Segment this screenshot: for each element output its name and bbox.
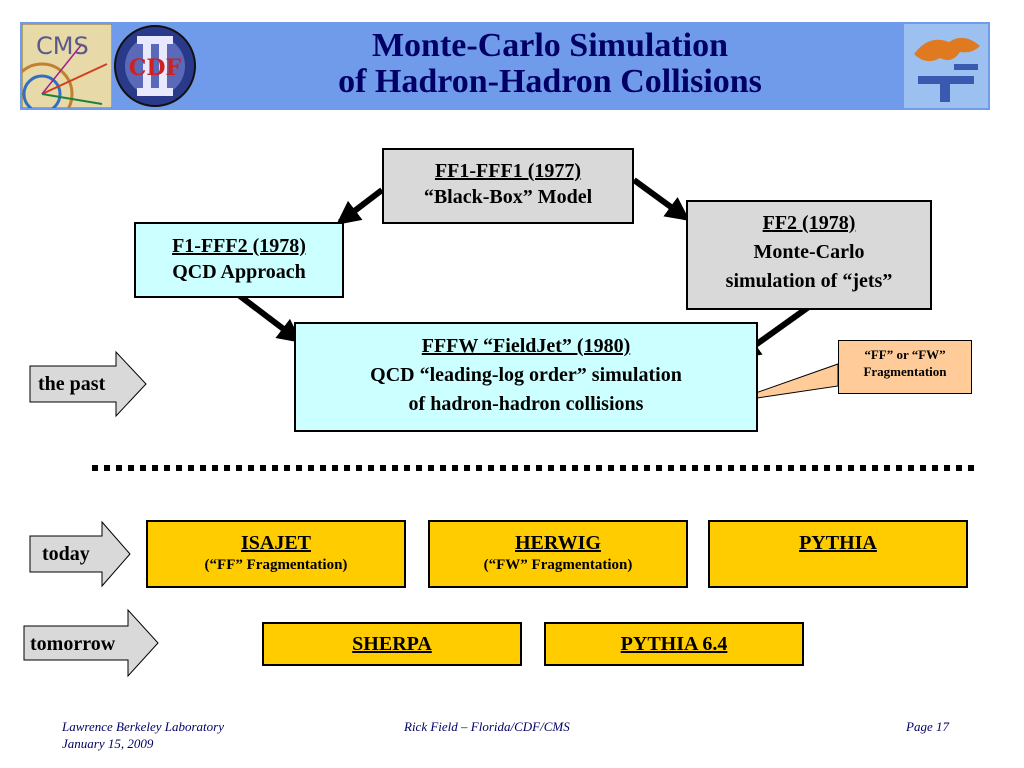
the-past-arrow-shape <box>29 350 147 418</box>
arrow-ff1-to-f1 <box>336 187 384 225</box>
ff2-box: FF2 (1978) Monte-Carlo simulation of “je… <box>686 200 932 310</box>
pythia-name: PYTHIA <box>799 532 877 554</box>
footer-left: Lawrence Berkeley Laboratory January 15,… <box>62 718 224 752</box>
cdf-logo: CDF <box>114 25 196 107</box>
today-label: today <box>42 543 90 565</box>
callout-line-2: Fragmentation <box>863 364 947 379</box>
pythia-box: PYTHIA <box>708 520 968 588</box>
tomorrow-arrow-shape <box>23 608 159 678</box>
f1-fff2-box: F1-FFF2 (1978) QCD Approach <box>134 222 344 298</box>
isajet-name: ISAJET <box>240 532 312 554</box>
ff1-heading: FF1-FFF1 (1977) <box>434 160 582 182</box>
f1-heading: F1-FFF2 (1978) <box>172 235 306 257</box>
f1-body: QCD Approach <box>172 261 306 283</box>
fffw-fieldjet-box: FFFW “FieldJet” (1980) QCD “leading-log … <box>294 322 758 432</box>
footer-page-number: Page 17 <box>906 719 949 734</box>
the-past-label: the past <box>38 373 106 395</box>
sherpa-box: SHERPA <box>262 622 522 666</box>
cms-logo: CMS <box>22 24 112 108</box>
footer-lab: Lawrence Berkeley Laboratory <box>62 719 224 734</box>
isajet-box: ISAJET (“FF” Fragmentation) <box>146 520 406 588</box>
fffw-body-1: QCD “leading-log order” simulation <box>370 364 682 386</box>
fffw-heading: FFFW “FieldJet” (1980) <box>421 335 631 357</box>
ff2-body-1: Monte-Carlo <box>753 241 865 263</box>
title-line-2: of Hadron-Hadron Collisions <box>338 63 762 100</box>
uf-logo <box>904 24 988 108</box>
callout-line-1: “FF” or “FW” <box>864 347 946 362</box>
cdf-logo-text: CDF <box>129 55 182 81</box>
arrow-f1-to-fffw <box>230 287 302 343</box>
footer-date: January 15, 2009 <box>62 736 154 751</box>
ff1-body: “Black-Box” Model <box>423 186 593 208</box>
title-line-1: Monte-Carlo Simulation <box>371 27 729 64</box>
ff1-fff1-box: FF1-FFF1 (1977) “Black-Box” Model <box>382 148 634 224</box>
herwig-name: HERWIG <box>515 532 601 554</box>
ff2-body-2: simulation of “jets” <box>725 270 893 292</box>
slide-title: Monte-Carlo Simulation of Hadron-Hadron … <box>200 28 900 100</box>
herwig-box: HERWIG (“FW” Fragmentation) <box>428 520 688 588</box>
arrow-ff1-to-ff2 <box>632 177 690 221</box>
footer-author: Rick Field – Florida/CDF/CMS <box>404 719 570 734</box>
today-arrow-shape <box>29 520 131 588</box>
fragmentation-callout: “FF” or “FW” Fragmentation <box>838 340 972 394</box>
pythia-6-4-box: PYTHIA 6.4 <box>544 622 804 666</box>
fffw-body-2: of hadron-hadron collisions <box>408 393 644 415</box>
cms-logo-text: CMS <box>36 32 89 60</box>
ff2-heading: FF2 (1978) <box>762 212 856 234</box>
tomorrow-label: tomorrow <box>30 633 116 655</box>
isajet-sub: (“FF” Fragmentation) <box>204 557 348 573</box>
pythia-6-4-name: PYTHIA 6.4 <box>620 633 728 655</box>
sherpa-name: SHERPA <box>352 633 432 655</box>
herwig-sub: (“FW” Fragmentation) <box>483 557 633 573</box>
